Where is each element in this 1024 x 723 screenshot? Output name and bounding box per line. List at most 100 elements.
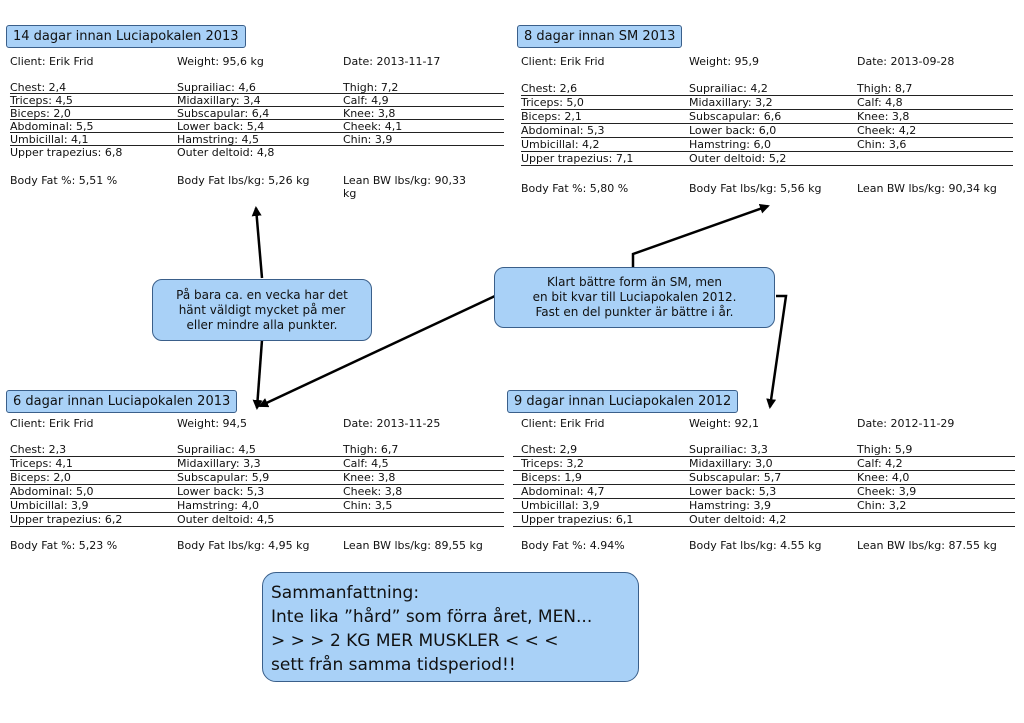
row-divider (513, 498, 1015, 499)
measure-cell: Abdominal: 4,7 (521, 485, 605, 498)
measure-cell: Midaxillary: 3,0 (689, 457, 773, 470)
measure-cell: Thigh: 8,7 (857, 82, 913, 95)
row-divider (10, 145, 504, 146)
measure-cell: Knee: 4,0 (857, 471, 910, 484)
measure-cell: Cheek: 4,1 (343, 120, 403, 133)
client-name: Client: Erik Frid (521, 55, 605, 68)
lean-body-weight: Lean BW lbs/kg: 90,33 kg (343, 174, 466, 200)
measure-cell: Abdominal: 5,5 (10, 120, 94, 133)
weight-value: Weight: 95,9 (689, 55, 760, 68)
weight-value: Weight: 94,5 (177, 417, 248, 430)
client-name: Client: Erik Frid (10, 55, 94, 68)
row-divider (513, 512, 1015, 513)
measure-cell: Thigh: 5,9 (857, 443, 913, 456)
measure-cell: Lower back: 5,3 (177, 485, 265, 498)
row-divider (513, 484, 1015, 485)
row-divider (521, 165, 1013, 166)
measure-cell: Biceps: 1,9 (521, 471, 582, 484)
measure-cell: Subscapular: 5,7 (689, 471, 782, 484)
measure-cell: Umbicillal: 4,2 (521, 138, 600, 151)
callout-line: hänt väldigt mycket på mer (178, 302, 346, 317)
row-divider (513, 456, 1015, 457)
row-divider (10, 456, 504, 457)
measure-cell: Cheek: 4,2 (857, 124, 917, 137)
measure-cell: Knee: 3,8 (343, 107, 396, 120)
row-divider (521, 109, 1013, 110)
panel-title: 8 dagar innan SM 2013 (517, 25, 683, 48)
panel-title: 9 dagar innan Luciapokalen 2012 (507, 390, 739, 413)
measure-cell: Thigh: 7,2 (343, 81, 399, 94)
row-divider (521, 95, 1013, 96)
measure-cell: Upper trapezius: 6,8 (10, 146, 123, 159)
summary-line: > > > 2 KG MER MUSKLER < < < (271, 631, 559, 651)
measure-cell: Chin: 3,5 (343, 499, 393, 512)
arrow-right-down (766, 294, 788, 409)
measure-cell: Chin: 3,6 (857, 138, 907, 151)
measurement-panel-2012-11-29: 9 dagar innan Luciapokalen 2012 Client: … (507, 390, 1017, 555)
summary-line: sett från samma tidsperiod!! (271, 655, 516, 675)
measure-cell: Upper trapezius: 6,1 (521, 513, 634, 526)
measurement-panel-2013-09-28: 8 dagar innan SM 2013 Client: Erik Frid … (517, 25, 1017, 205)
body-fat-kg: Body Fat lbs/kg: 5,56 kg (689, 182, 822, 195)
measure-cell: Thigh: 6,7 (343, 443, 399, 456)
measure-cell: Umbicillal: 3,9 (10, 499, 89, 512)
measure-cell: Chin: 3,9 (343, 133, 393, 146)
client-name: Client: Erik Frid (521, 417, 605, 430)
client-name: Client: Erik Frid (10, 417, 94, 430)
summary-heading: Sammanfattning: (271, 583, 420, 603)
measure-cell: Biceps: 2,0 (10, 107, 71, 120)
measure-cell: Calf: 4,5 (343, 457, 389, 470)
measure-cell: Umbicillal: 3,9 (521, 499, 600, 512)
measure-cell: Chin: 3,2 (857, 499, 907, 512)
measure-cell: Subscapular: 5,9 (177, 471, 270, 484)
measure-cell: Calf: 4,2 (857, 457, 903, 470)
callout-line: en bit kvar till Luciapokalen 2012. (532, 290, 737, 304)
measure-cell: Lower back: 6,0 (689, 124, 777, 137)
measure-cell: Subscapular: 6,6 (689, 110, 782, 123)
row-divider (521, 137, 1013, 138)
arrow-right-to-panel3 (258, 294, 496, 408)
measure-cell: Suprailiac: 4,5 (177, 443, 256, 456)
measure-cell: Calf: 4,8 (857, 96, 903, 109)
lean-body-weight: Lean BW lbs/kg: 89,55 kg (343, 539, 483, 552)
row-divider (10, 470, 504, 471)
panel-title: 6 dagar innan Luciapokalen 2013 (6, 390, 238, 413)
lean-body-weight: Lean BW lbs/kg: 87.55 kg (857, 539, 997, 552)
measure-cell: Knee: 3,8 (857, 110, 910, 123)
measure-cell: Biceps: 2,1 (521, 110, 582, 123)
body-fat-percent: Body Fat %: 5,51 % (10, 174, 118, 187)
measure-cell: Hamstring: 4,0 (177, 499, 260, 512)
measure-cell: Midaxillary: 3,3 (177, 457, 261, 470)
row-divider (10, 512, 504, 513)
measure-cell: Hamstring: 3,9 (689, 499, 772, 512)
row-divider (521, 151, 1013, 152)
measure-cell: Chest: 2,3 (10, 443, 67, 456)
measurement-panel-2013-11-17: 14 dagar innan Luciapokalen 2013 Client:… (6, 25, 504, 205)
body-fat-kg: Body Fat lbs/kg: 4.55 kg (689, 539, 822, 552)
measure-cell: Outer deltoid: 4,8 (177, 146, 275, 159)
measure-cell: Biceps: 2,0 (10, 471, 71, 484)
measure-cell: Outer deltoid: 4,5 (177, 513, 275, 526)
row-divider (513, 470, 1015, 471)
weight-value: Weight: 95,6 kg (177, 55, 264, 68)
body-fat-percent: Body Fat %: 4.94% (521, 539, 625, 552)
row-divider (10, 106, 504, 107)
date-value: Date: 2013-09-28 (857, 55, 955, 68)
measure-cell: Abdominal: 5,3 (521, 124, 605, 137)
measure-cell: Cheek: 3,8 (343, 485, 403, 498)
callout-line: Klart bättre form än SM, men (546, 275, 723, 289)
measurement-panel-2013-11-25: 6 dagar innan Luciapokalen 2013 Client: … (6, 390, 504, 555)
date-value: Date: 2012-11-29 (857, 417, 955, 430)
measure-cell: Cheek: 3,9 (857, 485, 917, 498)
row-divider (10, 498, 504, 499)
body-fat-kg: Body Fat lbs/kg: 5,26 kg (177, 174, 310, 187)
callout-left: På bara ca. en vecka har det hänt väldig… (152, 279, 372, 341)
measure-cell: Calf: 4,9 (343, 94, 389, 107)
measure-cell: Upper trapezius: 6,2 (10, 513, 123, 526)
measure-cell: Hamstring: 4,5 (177, 133, 260, 146)
row-divider (521, 123, 1013, 124)
measure-cell: Triceps: 3,2 (521, 457, 584, 470)
measure-cell: Subscapular: 6,4 (177, 107, 270, 120)
measure-cell: Chest: 2,9 (521, 443, 578, 456)
